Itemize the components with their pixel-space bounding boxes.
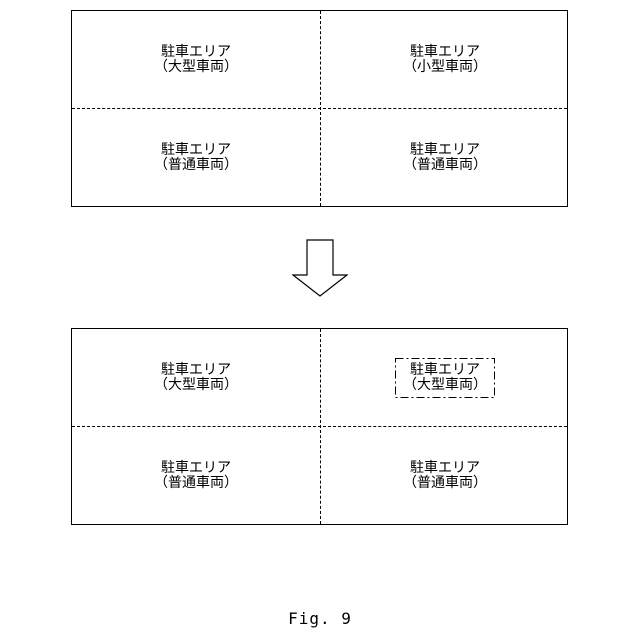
parking-area-cell: 駐車エリア （普通車両） (321, 109, 569, 206)
parking-area-label: 駐車エリア (154, 143, 238, 158)
parking-area-label: 駐車エリア (403, 143, 487, 158)
parking-area-label: 駐車エリア (403, 461, 487, 476)
dash-dot-border (395, 358, 495, 398)
changed-area-outline: 駐車エリア （大型車両） (395, 358, 495, 398)
vehicle-type-label: （普通車両） (154, 476, 238, 491)
parking-area-label: 駐車エリア (154, 461, 238, 476)
parking-area-label: 駐車エリア (154, 45, 238, 60)
parking-area-label: 駐車エリア (403, 45, 487, 60)
before-parking-layout: 駐車エリア （大型車両） 駐車エリア （小型車両） 駐車エリア （普通車両） 駐… (71, 10, 568, 207)
vehicle-type-label: （普通車両） (403, 476, 487, 491)
parking-area-cell: 駐車エリア （普通車両） (72, 109, 320, 206)
vehicle-type-label: （普通車両） (403, 158, 487, 173)
vehicle-type-label: （普通車両） (154, 158, 238, 173)
vehicle-type-label: （大型車両） (154, 60, 238, 75)
figure-caption: Fig. 9 (0, 609, 640, 628)
parking-area-cell-highlighted: 駐車エリア （大型車両） (321, 329, 569, 426)
parking-area-cell: 駐車エリア （小型車両） (321, 11, 569, 108)
parking-area-label: 駐車エリア (154, 363, 238, 378)
vehicle-type-label: （大型車両） (154, 378, 238, 393)
after-parking-layout: 駐車エリア （大型車両） 駐車エリア （大型車両） 駐車エリア （普通車両） 駐… (71, 328, 568, 525)
down-arrow-icon (292, 239, 348, 297)
parking-area-cell: 駐車エリア （大型車両） (72, 11, 320, 108)
parking-area-cell: 駐車エリア （普通車両） (321, 427, 569, 524)
parking-area-cell: 駐車エリア （大型車両） (72, 329, 320, 426)
vehicle-type-label: （小型車両） (403, 60, 487, 75)
parking-area-cell: 駐車エリア （普通車両） (72, 427, 320, 524)
